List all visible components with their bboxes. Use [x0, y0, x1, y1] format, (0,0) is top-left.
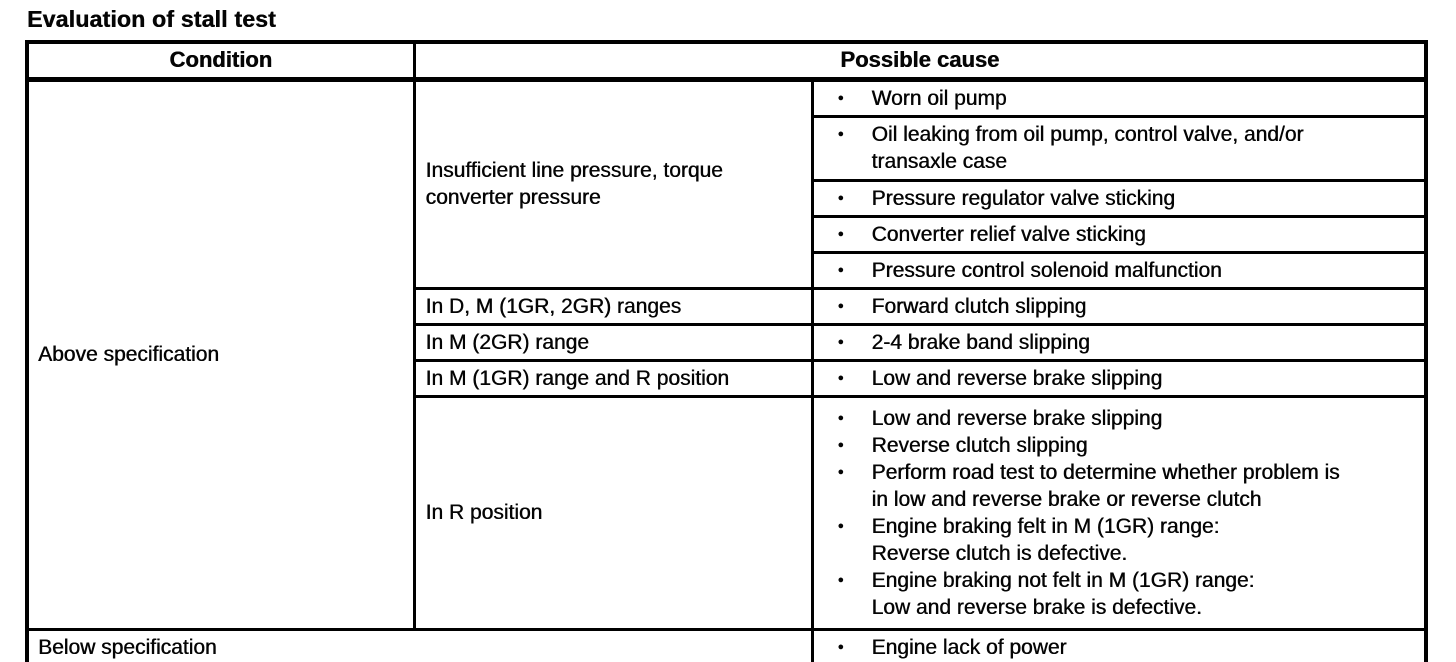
cause-item: ● Forward clutch slipping — [838, 293, 1417, 320]
cause-text: Worn oil pump — [871, 86, 1007, 110]
table-header-row: Condition Possible cause — [25, 40, 1428, 82]
condition-cell-below-specification: Below specification — [25, 627, 814, 662]
cause-text: Pressure regulator valve sticking — [871, 186, 1175, 210]
cause-text: 2-4 brake band slipping — [871, 330, 1090, 354]
cause-cell: ● Forward clutch slipping — [810, 286, 1428, 326]
condition-cell-above-specification: Above specification — [25, 77, 416, 631]
cause-cell: ● Pressure control solenoid malfunction — [810, 250, 1428, 290]
bullet-icon: ● — [837, 640, 845, 653]
cause-item: ● Pressure regulator valve sticking — [838, 185, 1417, 212]
header-possible-cause: Possible cause — [412, 40, 1428, 82]
cause-text: Perform road test to determine whether p… — [871, 460, 1340, 511]
bullet-icon: ● — [837, 299, 845, 312]
table-row: ● Pressure regulator valve sticking — [27, 178, 1428, 218]
sub-condition-cell-r-position: In R position — [412, 394, 814, 631]
bullet-icon: ● — [837, 335, 845, 348]
cause-cell: ● Converter relief valve sticking — [810, 214, 1428, 254]
cause-cell: ● Pressure regulator valve sticking — [810, 178, 1428, 218]
cause-item: ● Reverse clutch slipping — [838, 432, 1417, 459]
cause-text: Pressure control solenoid malfunction — [871, 258, 1222, 282]
cause-item: ● Engine lack of power — [838, 634, 1417, 661]
cause-text: Low and reverse brake slipping — [871, 366, 1163, 390]
cause-text: Engine braking felt in M (1GR) range: Re… — [871, 514, 1220, 565]
cause-item: ● Pressure control solenoid malfunction — [838, 257, 1417, 284]
cause-text: Forward clutch slipping — [871, 294, 1087, 318]
sub-condition-cell-insufficient-pressure: Insufficient line pressure, torque conve… — [412, 77, 814, 290]
cause-text: Oil leaking from oil pump, control valve… — [871, 123, 1304, 173]
cause-cell: ● Engine lack of power — [810, 627, 1428, 662]
cause-item: ● Worn oil pump — [838, 85, 1417, 112]
table-row: ● Oil leaking from oil pump, control val… — [27, 114, 1428, 182]
cause-cell: ● Low and reverse brake slipping ● Rever… — [810, 394, 1428, 631]
bullet-icon: ● — [837, 91, 845, 104]
bullet-icon: ● — [837, 128, 845, 140]
stall-test-table: Condition Possible cause Above specifica… — [25, 40, 1429, 662]
bullet-icon: ● — [837, 465, 845, 478]
bullet-icon: ● — [837, 519, 845, 532]
cause-cell: ● Oil leaking from oil pump, control val… — [810, 114, 1428, 182]
table-row: Above specification Insufficient line pr… — [25, 77, 1428, 631]
bullet-icon: ● — [837, 438, 845, 451]
cause-item: ● Engine braking felt in M (1GR) range: … — [838, 513, 1417, 567]
bullet-icon: ● — [837, 411, 845, 424]
page-title: Evaluation of stall test — [27, 6, 276, 32]
table-row: ● Converter relief valve sticking — [27, 214, 1428, 254]
bullet-icon: ● — [837, 263, 845, 276]
cause-cell: ● 2-4 brake band slipping — [810, 322, 1428, 362]
cause-item: ● 2-4 brake band slipping — [838, 329, 1417, 356]
cause-item: ● Low and reverse brake slipping — [838, 365, 1417, 392]
cause-item: ● Low and reverse brake slipping — [838, 405, 1417, 432]
sub-condition-cell-m-2gr-range: In M (2GR) range — [412, 322, 814, 362]
table-row: In R position ● Low and reverse brake sl… — [27, 394, 1428, 631]
table-row: Below specification ● Engine lack of pow… — [25, 627, 1428, 662]
bullet-icon: ● — [837, 573, 845, 586]
cause-item: ● Perform road test to determine whether… — [838, 459, 1417, 513]
table-row: In D, M (1GR, 2GR) ranges ● Forward clut… — [27, 286, 1428, 326]
cause-text: Low and reverse brake slipping — [871, 406, 1163, 430]
cause-cell: ● Low and reverse brake slipping — [810, 358, 1428, 398]
cause-text: Converter relief valve sticking — [871, 222, 1146, 246]
cause-cell: ● Worn oil pump — [810, 77, 1428, 118]
sub-condition-cell-d-m-ranges: In D, M (1GR, 2GR) ranges — [412, 286, 814, 326]
table-row: In M (1GR) range and R position ● Low an… — [27, 358, 1428, 398]
cause-item: ● Engine braking not felt in M (1GR) ran… — [838, 567, 1417, 621]
cause-text: Engine lack of power — [871, 635, 1067, 659]
sub-condition-cell-m-1gr-r-position: In M (1GR) range and R position — [412, 358, 814, 398]
bullet-icon: ● — [837, 371, 845, 384]
cause-text: Reverse clutch slipping — [871, 433, 1088, 457]
header-condition: Condition — [25, 40, 416, 82]
cause-item: ● Oil leaking from oil pump, control val… — [838, 121, 1417, 175]
bullet-icon: ● — [837, 227, 845, 240]
cause-text: Engine braking not felt in M (1GR) range… — [871, 568, 1255, 619]
bullet-icon: ● — [837, 191, 845, 204]
cause-item: ● Converter relief valve sticking — [838, 221, 1417, 248]
table-row: ● Pressure control solenoid malfunction — [27, 250, 1428, 290]
table-row: In M (2GR) range ● 2-4 brake band slippi… — [27, 322, 1428, 362]
